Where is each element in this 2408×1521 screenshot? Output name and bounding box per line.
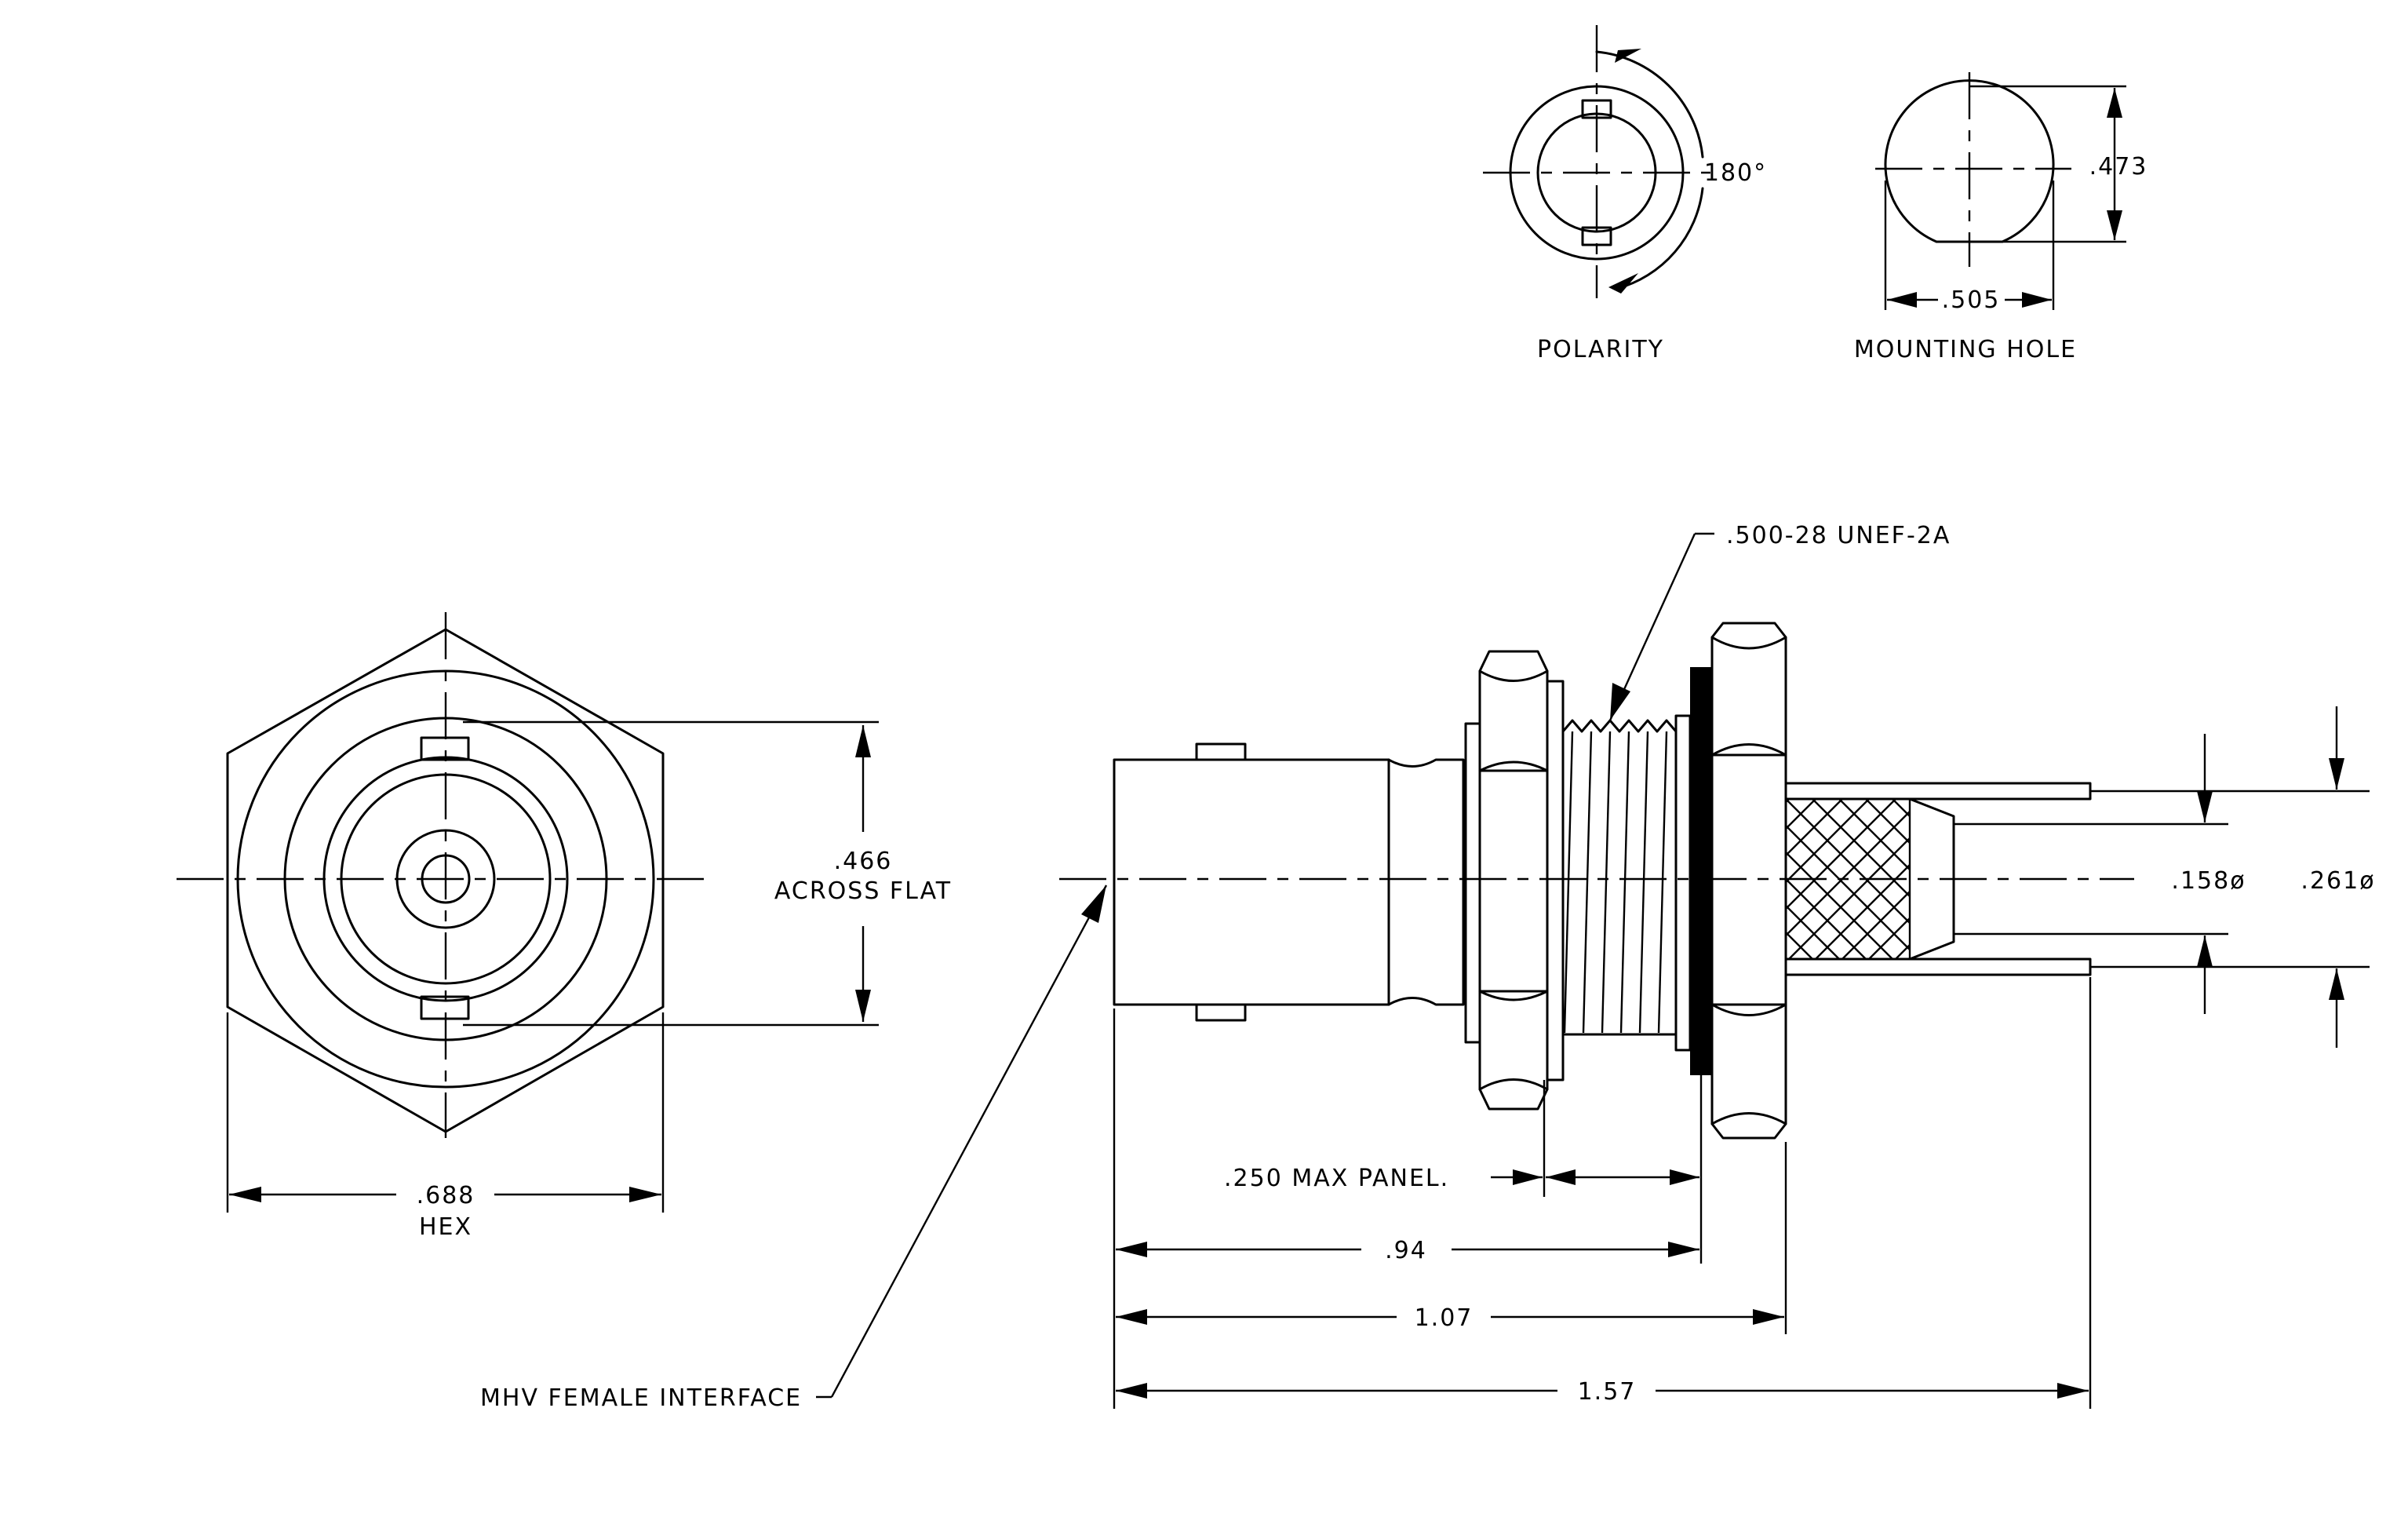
thread-callout: .500-28 UNEF-2A <box>1726 522 1951 549</box>
side-view: .158ø .261ø .500-28 UNEF-2A .250 MAX PAN… <box>480 522 2375 1412</box>
hole-height-label: .473 <box>2089 153 2148 181</box>
hex-text: HEX <box>419 1213 472 1241</box>
panel-label: .250 MAX PANEL. <box>1224 1165 1449 1192</box>
polarity-view: 180° POLARITY <box>1483 25 1767 363</box>
polarity-caption: POLARITY <box>1537 336 1664 363</box>
dim-157-label: 1.57 <box>1578 1378 1637 1406</box>
interface-callout: MHV FEMALE INTERFACE <box>480 1384 802 1412</box>
dia-158-label: .158ø <box>2171 867 2246 895</box>
dim-094-label: .94 <box>1385 1237 1427 1264</box>
thread-lines <box>1563 731 1668 1034</box>
mounting-hole-caption: MOUNTING HOLE <box>1854 336 2077 363</box>
across-flat-text: ACROSS FLAT <box>774 877 952 905</box>
hole-width-label: .505 <box>1942 286 2001 314</box>
dia-261-label: .261ø <box>2301 867 2375 895</box>
hex-value: .688 <box>417 1182 475 1209</box>
across-flat-value: .466 <box>834 848 893 875</box>
rotation-label: 180° <box>1704 159 1767 187</box>
mounting-hole-view: .473 .505 MOUNTING HOLE <box>1854 72 2148 363</box>
front-hex-view: .466 ACROSS FLAT .688 HEX <box>177 612 952 1241</box>
dim-107-label: 1.07 <box>1415 1304 1474 1332</box>
